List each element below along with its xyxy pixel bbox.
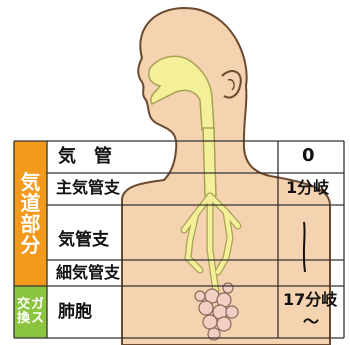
row-name-main-bronchus: 主気管支: [56, 180, 120, 196]
branch-continuation-bar: [304, 222, 305, 272]
airway-section-label: 気 道 部 分: [14, 141, 47, 286]
row-name-trachea: 気 管: [58, 148, 112, 166]
row-name-alveoli: 肺胞: [58, 304, 92, 321]
branch-continuation-mark: 〜: [303, 314, 319, 330]
branch-count-main-bronchus: 1分岐: [286, 180, 329, 196]
branch-count-trachea: 0: [302, 147, 315, 165]
gas-exchange-section-label: 交 換 ガ ス: [14, 286, 47, 338]
row-name-bronchus: 気管支: [58, 232, 109, 249]
trachea: [203, 128, 216, 196]
row-name-bronchiole: 細気管支: [56, 265, 120, 281]
branch-count-alveoli: 17分岐: [283, 292, 337, 308]
